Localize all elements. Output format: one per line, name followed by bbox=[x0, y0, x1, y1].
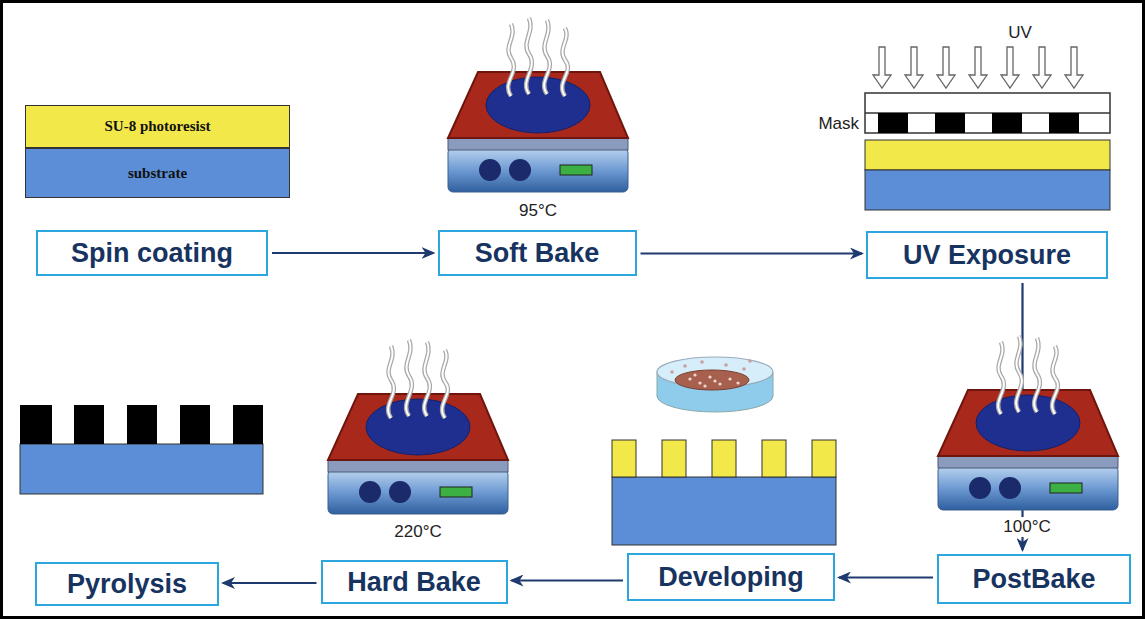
layer-label: substrate bbox=[128, 165, 187, 182]
uv-arrows bbox=[873, 47, 1083, 88]
hotplate-icon bbox=[328, 340, 508, 514]
process-step-box: Developing bbox=[627, 553, 835, 601]
step-label: Developing bbox=[658, 562, 804, 593]
flow-arrow bbox=[272, 252, 434, 254]
step-label: UV Exposure bbox=[903, 240, 1071, 271]
carbon-pattern bbox=[20, 405, 263, 494]
process-step-box: Spin coating bbox=[36, 230, 268, 276]
flow-arrow bbox=[641, 252, 863, 254]
temperature-label: 95°C bbox=[516, 201, 560, 221]
step-label: Pyrolysis bbox=[67, 569, 187, 600]
layer-label: SU-8 photoresist bbox=[105, 118, 211, 135]
substrate-layer bbox=[865, 170, 1110, 210]
mask-label: Mask bbox=[815, 114, 862, 134]
process-step-box: PostBake bbox=[937, 554, 1131, 604]
temperature-label: 220°C bbox=[391, 522, 444, 542]
hotplate-icon bbox=[938, 336, 1118, 510]
uv-label: UV bbox=[1005, 23, 1035, 43]
process-step-box: Pyrolysis bbox=[35, 562, 219, 606]
step-label: Hard Bake bbox=[347, 567, 481, 598]
flow-arrow bbox=[839, 576, 933, 578]
developer-dish bbox=[657, 357, 773, 412]
resist-layer bbox=[865, 140, 1110, 170]
photomask bbox=[865, 93, 1110, 133]
step-label: Spin coating bbox=[71, 238, 233, 269]
step-label: PostBake bbox=[972, 564, 1095, 595]
process-step-box: UV Exposure bbox=[866, 231, 1108, 279]
substrate-layer: substrate bbox=[25, 148, 290, 198]
step-label: Soft Bake bbox=[475, 238, 600, 269]
resist-layer: SU-8 photoresist bbox=[25, 105, 290, 148]
flow-arrow bbox=[512, 579, 624, 581]
hotplate-icon bbox=[448, 18, 628, 192]
process-step-box: Hard Bake bbox=[321, 560, 508, 604]
flow-arrow bbox=[223, 582, 317, 584]
temperature-label: 100°C bbox=[1000, 517, 1053, 537]
process-step-box: Soft Bake bbox=[438, 230, 637, 276]
developed-pattern bbox=[612, 440, 836, 545]
